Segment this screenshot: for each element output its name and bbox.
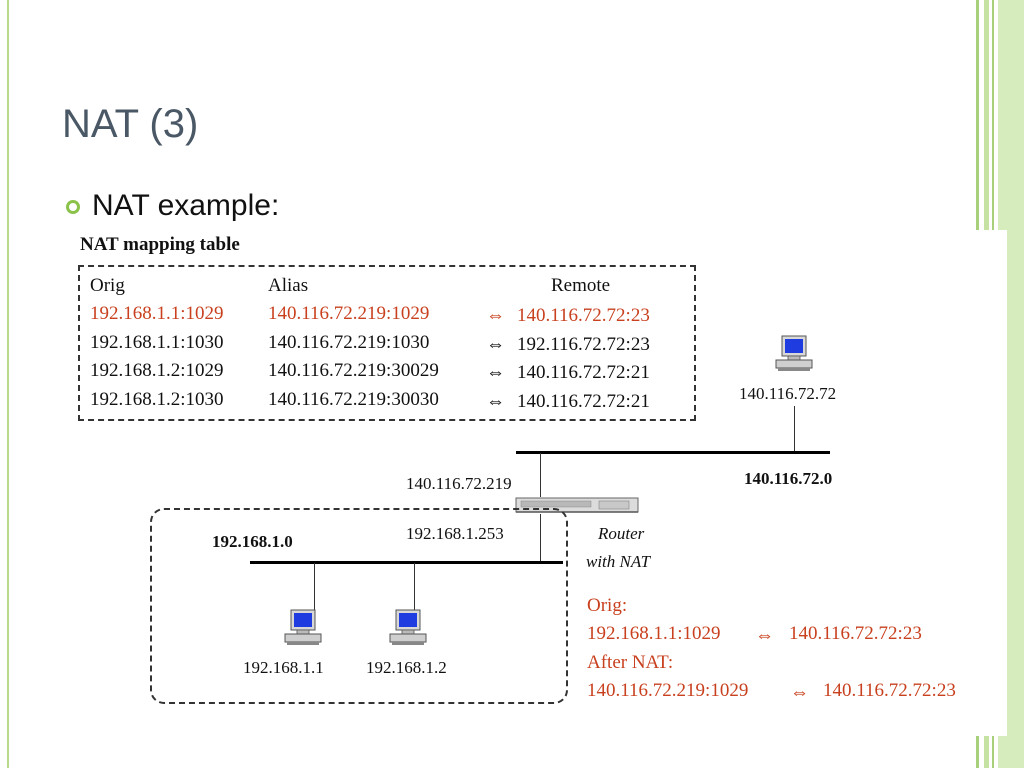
- private-network-label: 192.168.1.0: [212, 532, 293, 551]
- translation-orig-right: 140.116.72.72:23: [789, 623, 922, 644]
- row-2-arrow: ⇔: [486, 334, 505, 355]
- row-3-arrow: ⇔: [486, 362, 505, 383]
- nat-diagram: [60, 230, 1007, 736]
- row-4-arrow: ⇔: [486, 391, 505, 412]
- bullet-ring-icon: [66, 200, 80, 214]
- row-3-remote: 140.116.72.72:21: [517, 362, 650, 383]
- row-2-alias: 140.116.72.219:1030: [268, 332, 430, 353]
- translation-after-label: After NAT:: [587, 652, 674, 673]
- header-orig: Orig: [90, 275, 125, 296]
- row-4-orig: 192.168.1.2:1030: [90, 389, 224, 410]
- table-title: NAT mapping table: [80, 234, 240, 255]
- public-network-label: 140.116.72.0: [744, 469, 833, 488]
- remote-host-ip: 140.116.72.72: [739, 384, 837, 403]
- computer-icon: [775, 335, 813, 371]
- private-lan-boundary: [150, 508, 568, 704]
- translation-after-right: 140.116.72.72:23: [823, 680, 956, 701]
- row-2-remote: 192.116.72.72:23: [517, 334, 650, 355]
- row-1-remote: 140.116.72.72:23: [517, 305, 650, 326]
- row-4-remote: 140.116.72.72:21: [517, 391, 650, 412]
- router-label-line2: with NAT: [586, 552, 651, 571]
- public-network-line: [516, 451, 830, 454]
- row-1-orig: 192.168.1.1:1029: [90, 303, 224, 324]
- header-remote: Remote: [551, 275, 611, 296]
- row-3-orig: 192.168.1.2:1029: [90, 360, 224, 381]
- private-network-line: [250, 561, 563, 564]
- router-private-ip: 192.168.1.253: [406, 524, 504, 543]
- computer-icon: [389, 609, 427, 645]
- slide-title: NAT (3): [62, 102, 199, 146]
- row-4-alias: 140.116.72.219:30030: [268, 389, 439, 410]
- router-label-line1: Router: [598, 524, 645, 543]
- host2-ip: 192.168.1.2: [366, 658, 447, 677]
- host1-link: [314, 563, 315, 611]
- router-private-link: [540, 514, 541, 562]
- translation-orig-label: Orig:: [587, 595, 628, 616]
- router-public-ip: 140.116.72.219: [406, 474, 512, 493]
- translation-after-arrow: ⇔: [790, 682, 809, 703]
- bullet-text: NAT example:: [92, 189, 280, 222]
- row-1-alias: 140.116.72.219:1029: [268, 303, 430, 324]
- left-border-line: [7, 0, 9, 768]
- row-2-orig: 192.168.1.1:1030: [90, 332, 224, 353]
- nat-mapping-table: [78, 265, 696, 421]
- row-3-alias: 140.116.72.219:30029: [268, 360, 439, 381]
- header-alias: Alias: [268, 275, 309, 296]
- computer-icon: [284, 609, 322, 645]
- host1-ip: 192.168.1.1: [243, 658, 324, 677]
- remote-host-link: [794, 406, 795, 452]
- host2-link: [414, 563, 415, 611]
- router-public-link: [540, 453, 541, 497]
- translation-after-left: 140.116.72.219:1029: [587, 680, 749, 701]
- row-1-arrow: ⇔: [486, 305, 505, 326]
- translation-orig-left: 192.168.1.1:1029: [587, 623, 721, 644]
- translation-orig-arrow: ⇔: [755, 625, 774, 646]
